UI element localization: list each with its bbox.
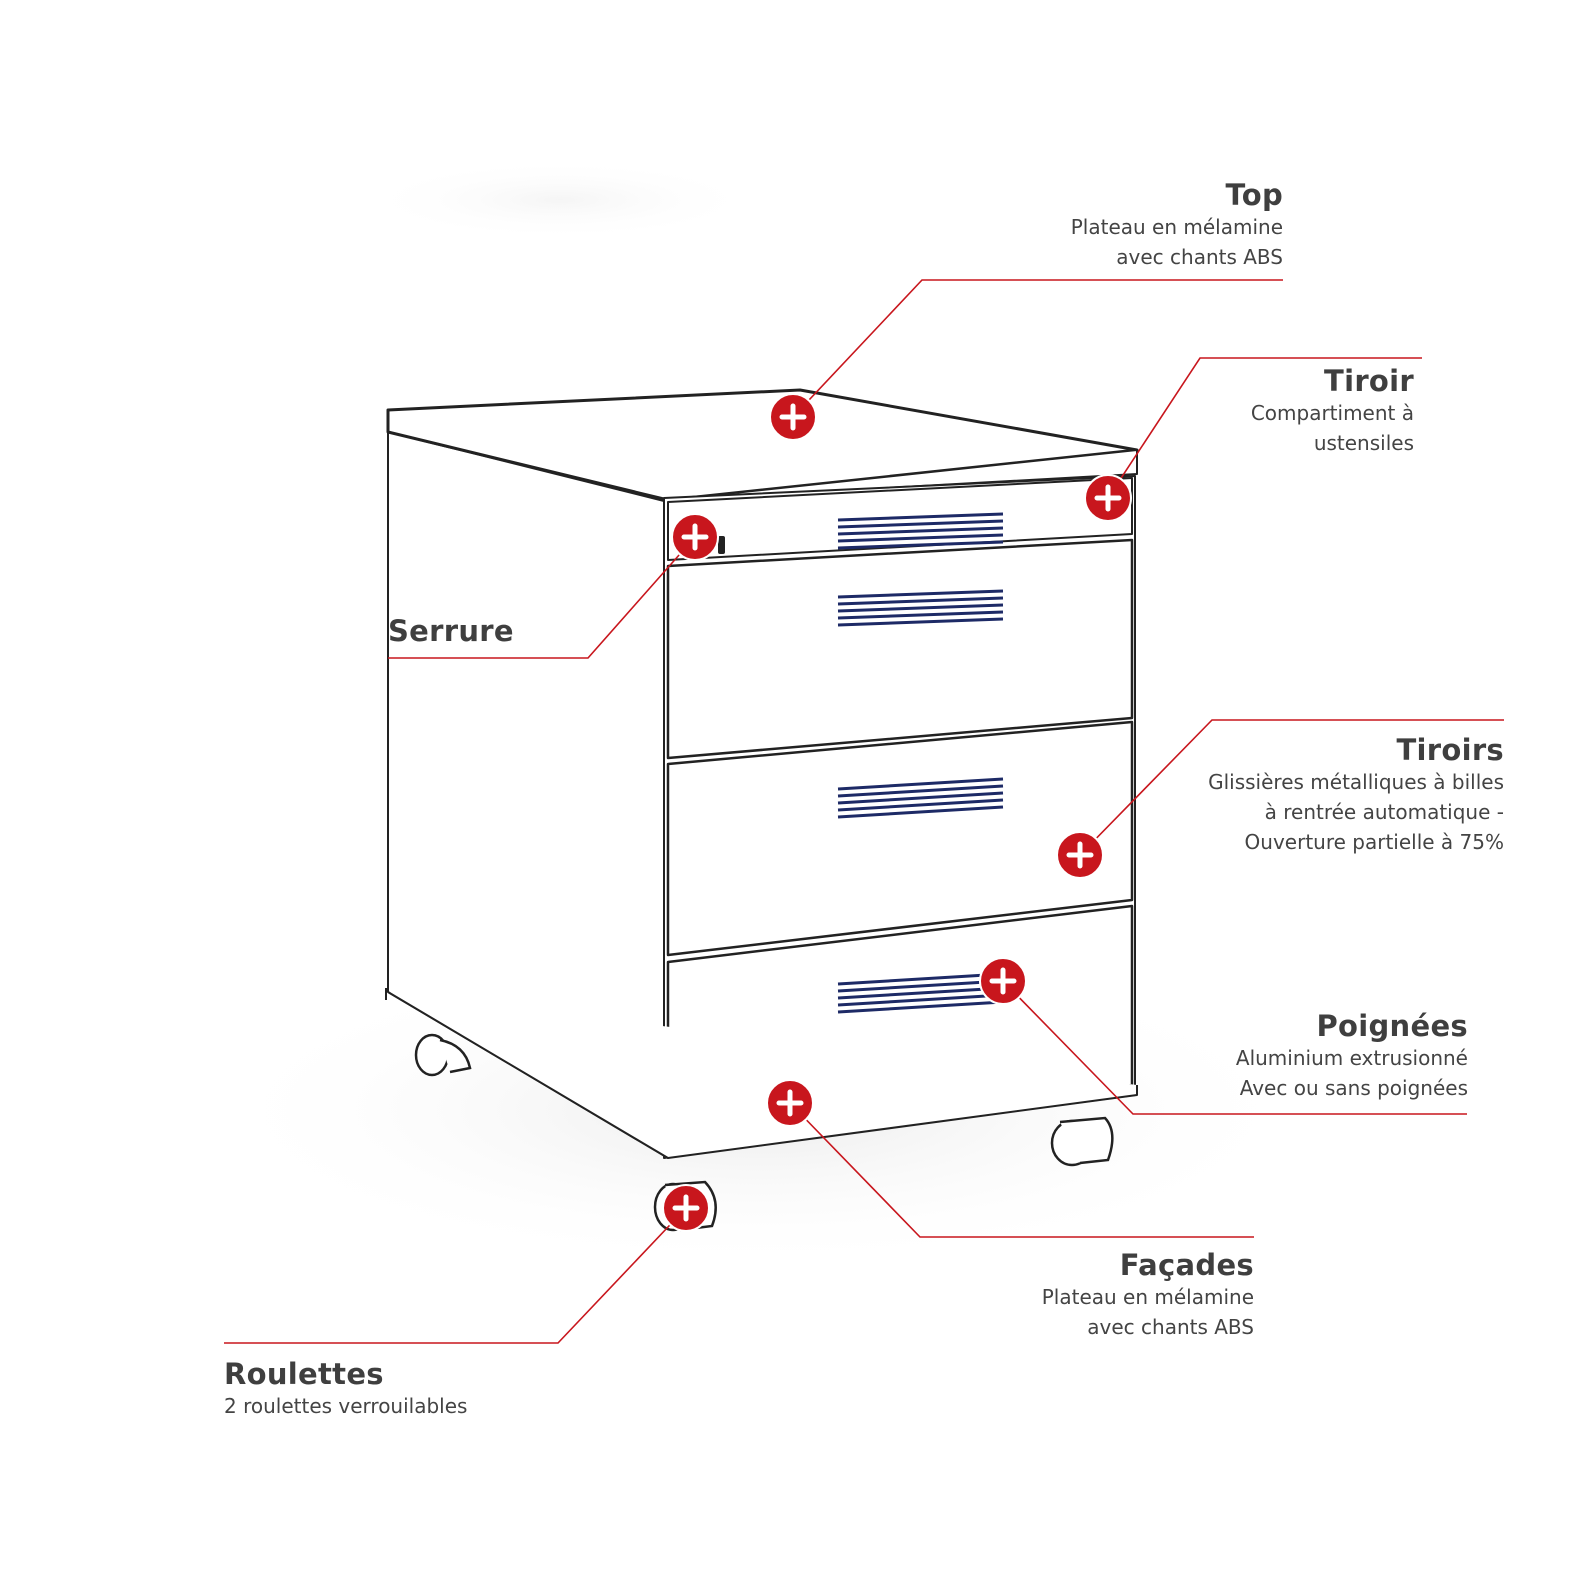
callout-tiroirs-line-2: à rentrée automatique - bbox=[1264, 800, 1504, 824]
drawer-cabinet bbox=[385, 388, 1139, 1159]
handle-3 bbox=[837, 777, 1004, 819]
hotspot-tiroir[interactable] bbox=[1084, 474, 1132, 522]
wheel-back-left bbox=[414, 1033, 472, 1077]
drawer-3-front bbox=[666, 720, 1134, 957]
callout-line-serrure bbox=[388, 536, 696, 659]
hotspot-poignees[interactable] bbox=[979, 957, 1027, 1005]
callout-facades-line-1: Plateau en mélamine bbox=[1041, 1285, 1254, 1309]
callout-tiroir-line-1: Compartiment à bbox=[1250, 401, 1414, 425]
callout-line-facades bbox=[789, 1102, 1254, 1238]
callout-poignees-title: Poignées bbox=[1316, 1009, 1468, 1043]
callout-tiroir-line-2: ustensiles bbox=[1313, 431, 1414, 455]
plus-glyph bbox=[776, 1089, 804, 1117]
callout-line-top bbox=[792, 279, 1283, 418]
plus-glyph bbox=[779, 403, 807, 431]
handle-2 bbox=[837, 589, 1004, 627]
callout-serrure-title: Serrure bbox=[388, 614, 514, 648]
hotspot-facades[interactable] bbox=[766, 1079, 814, 1127]
hotspot-serrure[interactable] bbox=[671, 513, 719, 561]
callout-line-tiroir bbox=[1107, 357, 1422, 499]
handle-4 bbox=[837, 972, 1004, 1014]
plus-glyph bbox=[989, 967, 1017, 995]
callout-tiroirs-line-1: Glissières métalliques à billes bbox=[1208, 770, 1504, 794]
hotspot-top[interactable] bbox=[769, 393, 817, 441]
callout-line-poignees bbox=[1002, 980, 1467, 1115]
plinth bbox=[387, 991, 1138, 1159]
plus-glyph bbox=[1094, 484, 1122, 512]
callout-tiroirs-title: Tiroirs bbox=[1396, 733, 1504, 767]
plus-glyph bbox=[681, 523, 709, 551]
hotspot-roulettes[interactable] bbox=[662, 1184, 710, 1232]
callout-poignees-line-2: Avec ou sans poignées bbox=[1239, 1076, 1468, 1100]
callout-facades-title: Façades bbox=[1119, 1248, 1254, 1282]
wheel-front-right bbox=[1050, 1116, 1114, 1167]
callout-tiroirs: Tiroirs Glissières métalliques à billes … bbox=[1208, 733, 1504, 857]
callout-facades-line-2: avec chants ABS bbox=[1087, 1315, 1254, 1339]
handle-1 bbox=[837, 512, 1004, 550]
callout-line-roulettes bbox=[224, 1207, 687, 1344]
callout-tiroir-title: Tiroir bbox=[1324, 364, 1414, 398]
callout-poignees-line-1: Aluminium extrusionné bbox=[1235, 1046, 1468, 1070]
hotspots bbox=[662, 393, 1132, 1232]
callout-roulettes: Roulettes 2 roulettes verrouilables bbox=[224, 1357, 467, 1421]
drawer-2-front bbox=[666, 538, 1134, 760]
callout-lines bbox=[224, 279, 1504, 1344]
callout-poignees: Poignées Aluminium extrusionné Avec ou s… bbox=[1236, 1009, 1468, 1103]
callout-top-title: Top bbox=[1225, 178, 1283, 212]
callout-tiroir: Tiroir Compartiment à ustensiles bbox=[1251, 364, 1414, 458]
callout-top: Top Plateau en mélamine avec chants ABS bbox=[1071, 178, 1283, 272]
plus-glyph bbox=[672, 1194, 700, 1222]
callout-line-tiroirs bbox=[1079, 719, 1504, 856]
callout-roulettes-title: Roulettes bbox=[224, 1357, 384, 1391]
callout-top-line-1: Plateau en mélamine bbox=[1070, 215, 1283, 239]
callout-tiroirs-line-3: Ouverture partielle à 75% bbox=[1244, 830, 1504, 854]
plus-glyph bbox=[1066, 841, 1094, 869]
callout-top-line-2: avec chants ABS bbox=[1116, 245, 1283, 269]
callout-serrure: Serrure bbox=[388, 614, 514, 648]
handles bbox=[837, 512, 1004, 1014]
callout-roulettes-line-1: 2 roulettes verrouilables bbox=[224, 1394, 468, 1418]
lock bbox=[718, 536, 725, 554]
hotspot-tiroirs[interactable] bbox=[1056, 831, 1104, 879]
top-shadow-faint bbox=[360, 160, 760, 240]
callout-facades: Façades Plateau en mélamine avec chants … bbox=[1042, 1248, 1254, 1342]
